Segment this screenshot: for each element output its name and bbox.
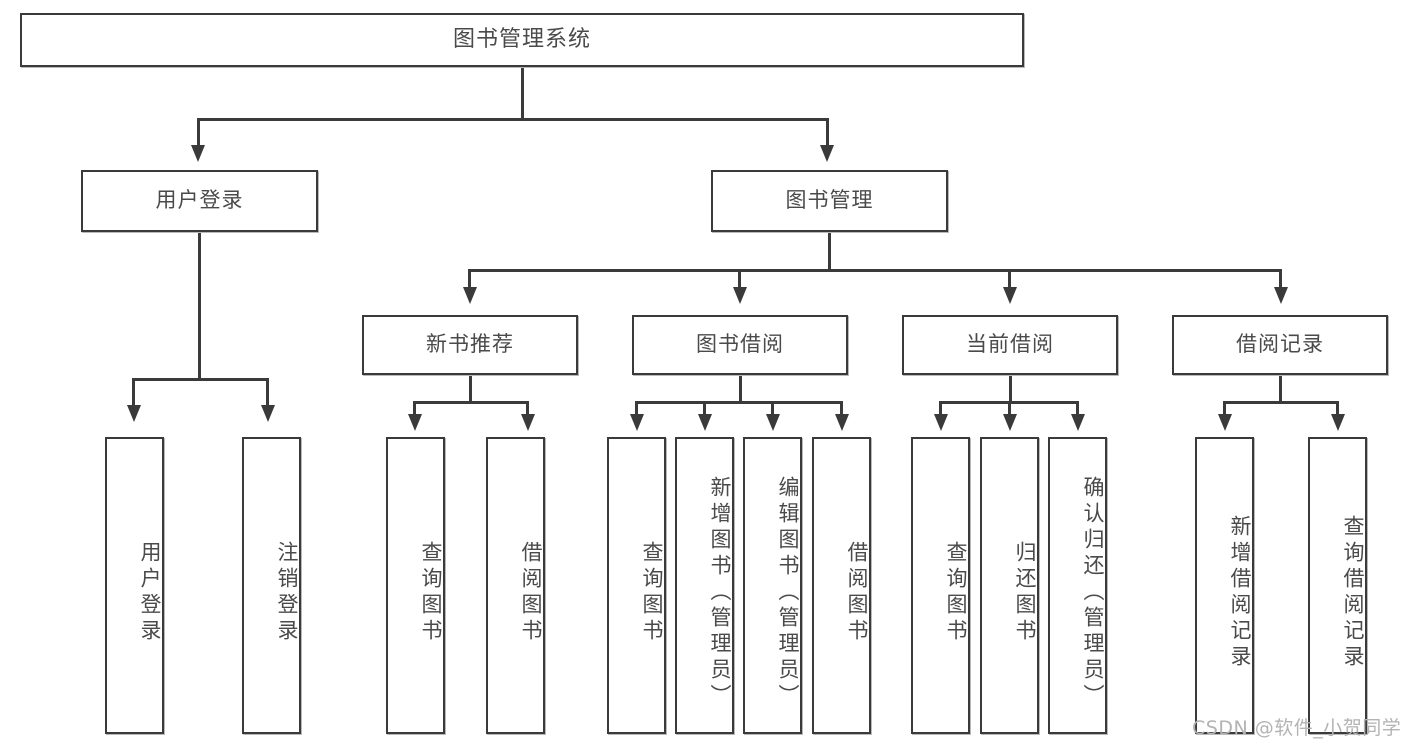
connector-bookmanage-bus	[468, 269, 1282, 272]
connector-bookmanage-drop-2	[738, 269, 741, 288]
connector-userlogin-drop-1	[132, 378, 135, 406]
connector-currentborrow-stem	[1009, 375, 1012, 403]
arrowhead-bookborrow-leaf-1	[630, 414, 644, 431]
connector-bookborrow-drop-4	[840, 401, 843, 415]
arrowhead-borrowrecord-leaf-1	[1218, 414, 1232, 431]
connector-currentborrow-drop-3	[1076, 401, 1079, 415]
leaf-borrow-record-add-record[interactable]: 新增借阅记录	[1195, 437, 1254, 734]
connector-bookborrow-bus	[635, 401, 843, 404]
arrowhead-bookborrow-leaf-4	[835, 414, 849, 431]
arrowhead-root-to-book-manage	[820, 145, 834, 162]
arrowhead-newbook-leaf-2	[521, 414, 535, 431]
leaf-current-borrow-confirm-return-admin[interactable]: 确认归还（管理员）	[1048, 437, 1107, 734]
arrowhead-bookmanage-cat-1	[463, 287, 477, 304]
connector-borrowrecord-bus	[1223, 401, 1339, 404]
node-borrow-record[interactable]: 借阅记录	[1172, 315, 1388, 375]
connector-root-to-user-login	[197, 118, 200, 146]
arrowhead-bookmanage-cat-4	[1274, 287, 1288, 304]
arrowhead-bookborrow-leaf-3	[766, 414, 780, 431]
leaf-current-borrow-return-book[interactable]: 归还图书	[980, 437, 1039, 734]
arrowhead-userlogin-leaf-2	[261, 405, 275, 422]
connector-newbook-bus	[413, 401, 529, 404]
connector-bookborrow-drop-3	[771, 401, 774, 415]
arrowhead-newbook-leaf-1	[408, 414, 422, 431]
connector-bookmanage-drop-1	[468, 269, 471, 288]
connector-bookborrow-drop-1	[635, 401, 638, 415]
connector-borrowrecord-drop-2	[1336, 401, 1339, 415]
node-root-book-management-system[interactable]: 图书管理系统	[20, 13, 1024, 67]
arrowhead-borrowrecord-leaf-2	[1331, 414, 1345, 431]
connector-userlogin-bus	[132, 378, 269, 381]
arrowhead-userlogin-leaf-1	[127, 405, 141, 422]
connector-bookmanage-stem	[828, 232, 831, 271]
arrowhead-bookborrow-leaf-2	[698, 414, 712, 431]
connector-bookborrow-drop-2	[703, 401, 706, 415]
node-user-login[interactable]: 用户登录	[81, 170, 318, 232]
leaf-book-borrow-query-book[interactable]: 查询图书	[607, 437, 666, 734]
connector-borrowrecord-drop-1	[1223, 401, 1226, 415]
connector-bookmanage-drop-3	[1008, 269, 1011, 288]
connector-root-bus	[197, 118, 829, 121]
arrowhead-root-to-user-login	[191, 145, 205, 162]
arrowhead-bookmanage-cat-2	[733, 287, 747, 304]
leaf-user-login-logout[interactable]: 注销登录	[242, 437, 301, 734]
connector-newbook-drop-2	[526, 401, 529, 415]
node-book-borrow[interactable]: 图书借阅	[632, 315, 848, 375]
connector-newbook-drop-1	[413, 401, 416, 415]
node-current-borrow[interactable]: 当前借阅	[902, 315, 1118, 375]
connector-newbook-stem	[469, 375, 472, 403]
connector-currentborrow-drop-2	[1008, 401, 1011, 415]
node-new-book-recommend[interactable]: 新书推荐	[362, 315, 578, 375]
leaf-new-book-borrow-book[interactable]: 借阅图书	[486, 437, 545, 734]
connector-root-stem	[521, 67, 524, 120]
leaf-current-borrow-query-book[interactable]: 查询图书	[911, 437, 970, 734]
connector-bookmanage-drop-4	[1279, 269, 1282, 288]
arrowhead-currentborrow-leaf-1	[934, 414, 948, 431]
leaf-borrow-record-query-record[interactable]: 查询借阅记录	[1308, 437, 1367, 734]
leaf-book-borrow-edit-book-admin[interactable]: 编辑图书（管理员）	[743, 437, 802, 734]
connector-userlogin-stem	[198, 232, 201, 380]
connector-borrowrecord-stem	[1279, 375, 1282, 403]
arrowhead-bookmanage-cat-3	[1003, 287, 1017, 304]
leaf-user-login-login[interactable]: 用户登录	[105, 437, 164, 734]
leaf-book-borrow-borrow-book[interactable]: 借阅图书	[812, 437, 871, 734]
arrowhead-currentborrow-leaf-3	[1071, 414, 1085, 431]
connector-bookborrow-stem	[739, 375, 742, 403]
leaf-book-borrow-add-book-admin[interactable]: 新增图书（管理员）	[675, 437, 734, 734]
leaf-new-book-query-book[interactable]: 查询图书	[386, 437, 445, 734]
node-book-management[interactable]: 图书管理	[711, 170, 948, 232]
arrowhead-currentborrow-leaf-2	[1003, 414, 1017, 431]
connector-userlogin-drop-2	[266, 378, 269, 406]
connector-root-to-book-manage	[826, 118, 829, 146]
connector-currentborrow-drop-1	[939, 401, 942, 415]
